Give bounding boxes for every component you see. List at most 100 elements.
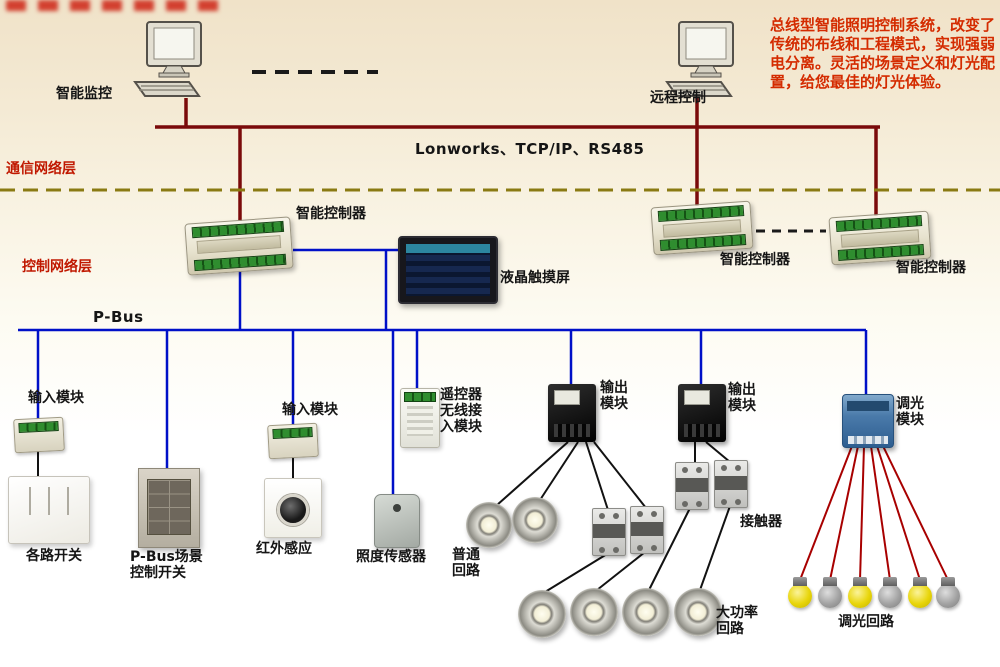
intro-text: 总线型智能照明控制系统，改变了传统的布线和工程模式，实现强弱电分离。灵活的场景定…	[770, 16, 996, 91]
contactor-body	[676, 477, 708, 493]
module-vents	[407, 406, 433, 436]
scene-switch-label: P-Bus场景 控制开关	[130, 549, 203, 581]
scene-switch-label-line2: 控制开关	[130, 565, 186, 581]
dimmer-module-label: 调光 模块	[896, 396, 924, 428]
monitor-pc-label: 智能监控	[56, 86, 112, 102]
contactor-screws	[599, 513, 605, 519]
contactor-screws	[721, 465, 727, 471]
module-vents	[684, 424, 720, 437]
illuminance-sensor	[374, 494, 420, 548]
input-module-2-label: 输入模块	[282, 402, 338, 418]
module-sticker	[554, 390, 580, 405]
module-vents	[554, 424, 590, 437]
intelligent-controller-1	[184, 216, 294, 276]
output-module-2-label-line2: 模块	[728, 398, 756, 414]
dimmer-wires	[799, 445, 949, 581]
output-module-1-label-line1: 输出	[600, 380, 628, 396]
switch-slot	[67, 487, 69, 515]
dimmer-module-band	[847, 401, 889, 411]
contactor-body	[715, 475, 747, 491]
remote-pc-label: 远程控制	[650, 90, 706, 106]
terminal-strip	[272, 426, 313, 440]
switch-slot	[29, 487, 31, 515]
downlight	[518, 590, 566, 638]
lcd-touchscreen	[398, 236, 498, 304]
downlight	[622, 588, 670, 636]
ir-sensor-label: 红外感应	[256, 541, 312, 557]
bulb-yellow	[908, 577, 932, 608]
bus-protocols-label: Lonworks、TCP/IP、RS485	[415, 140, 645, 158]
monitor-computer-icon	[125, 20, 220, 105]
input-module-1-label: 输入模块	[28, 390, 84, 406]
dimmer-module-label-line2: 模块	[896, 412, 924, 428]
sensor-eye	[393, 504, 401, 512]
output-module-1	[548, 384, 596, 442]
contactor-label: 接触器	[740, 514, 782, 530]
high-power-circuit-label: 大功率 回路	[716, 605, 758, 637]
dimmer-circuit-label: 调光回路	[838, 614, 894, 630]
contactor	[630, 506, 664, 554]
downlight	[570, 588, 618, 636]
cropped-red-heading	[6, 0, 221, 11]
input-module-2	[267, 422, 319, 460]
downlight	[674, 588, 722, 636]
output-module-2-label-line1: 输出	[728, 382, 756, 398]
remote-module-label-line1: 遥控器	[440, 387, 482, 403]
normal-circuit-label-line2: 回路	[452, 563, 480, 579]
bulb-gray	[936, 577, 960, 608]
contactor-screws	[637, 511, 643, 517]
pbus-scene-switch	[138, 468, 200, 548]
downlight	[512, 497, 558, 543]
infrared-sensor	[264, 478, 322, 538]
normal-circuit-label-line1: 普通	[452, 547, 480, 563]
contactor	[714, 460, 748, 508]
multi-way-switch-panel	[8, 476, 90, 544]
dimmer-module-label-line1: 调光	[896, 396, 924, 412]
communication-bus-lines	[155, 98, 880, 222]
intelligent-controller-2	[650, 200, 754, 256]
communication-layer-label: 通信网络层	[6, 161, 76, 177]
controller-body-detail	[196, 235, 282, 254]
control-layer-label: 控制网络层	[22, 259, 92, 275]
controller-3-label: 智能控制器	[896, 260, 966, 276]
touchscreen-label: 液晶触摸屏	[500, 270, 570, 286]
terminal-strip	[18, 420, 59, 434]
scene-switch-buttons	[147, 479, 191, 535]
pbus-lines	[18, 248, 868, 496]
device-wires	[37, 441, 731, 593]
bulb-yellow	[848, 577, 872, 608]
contactor-body	[631, 521, 663, 537]
remote-computer-icon	[657, 20, 752, 105]
remote-wireless-module	[400, 388, 440, 448]
input-module-1	[13, 416, 65, 454]
switch-slot	[48, 487, 50, 515]
contactor-body	[593, 523, 625, 539]
remote-module-label-line2: 无线接	[440, 403, 482, 419]
normal-circuit-label: 普通 回路	[452, 547, 480, 579]
output-module-1-label: 输出 模块	[600, 380, 628, 412]
scene-switch-label-line1: P-Bus场景	[130, 549, 203, 565]
high-power-label-line1: 大功率	[716, 605, 758, 621]
bulb-gray	[818, 577, 842, 608]
downlight	[466, 502, 512, 548]
module-sticker	[684, 390, 710, 405]
switch-panel-label: 各路开关	[26, 548, 82, 564]
remote-module-label-line3: 入模块	[440, 419, 482, 435]
bulb-gray	[878, 577, 902, 608]
output-module-2	[678, 384, 726, 442]
remote-module-label: 遥控器 无线接 入模块	[440, 387, 482, 435]
touchscreen-titlebar	[406, 244, 490, 253]
terminal-strip	[404, 392, 436, 402]
terminal-strip	[194, 253, 287, 272]
ir-sensor-lens	[277, 494, 309, 527]
controller-1-label: 智能控制器	[296, 206, 366, 222]
contactor	[592, 508, 626, 556]
output-module-1-label-line2: 模块	[600, 396, 628, 412]
lux-sensor-label: 照度传感器	[356, 549, 426, 565]
terminal-strip	[848, 436, 888, 444]
contactor-screws	[682, 467, 688, 473]
pbus-label: P-Bus	[93, 308, 144, 326]
output-module-2-label: 输出 模块	[728, 382, 756, 414]
